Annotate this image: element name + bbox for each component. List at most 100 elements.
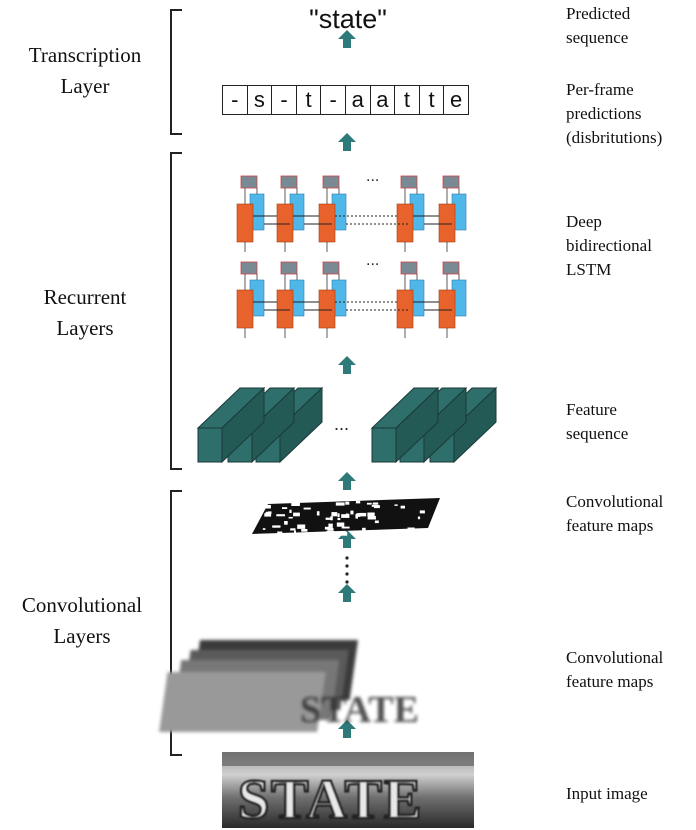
recurrent-bracket: [170, 152, 182, 470]
noise-speck: [419, 510, 425, 514]
lstm-forward-cell: [236, 203, 254, 243]
noise-speck: [407, 527, 415, 531]
lstm-output-node: [240, 175, 258, 189]
noise-speck: [335, 502, 345, 506]
lstm-forward-cell: [396, 203, 414, 243]
noise-speck: [337, 513, 340, 518]
noise-speck: [293, 512, 300, 517]
noise-speck: [290, 501, 293, 503]
convolutional-layers-label: Convolutional Layers: [21, 593, 143, 648]
feature-bar-front: [371, 427, 397, 463]
noise-speck: [345, 501, 350, 505]
input-image-label: Input image: [566, 784, 648, 803]
transcription-layer-label: Transcription Layer: [28, 43, 142, 98]
noise-speck: [327, 527, 334, 531]
feature-sequence-blocks: [196, 386, 498, 464]
noise-speck: [277, 531, 283, 534]
lstm-forward-cell: [276, 289, 294, 329]
noise-speck: [400, 505, 405, 509]
predicted-sequence-text: "state": [309, 4, 387, 34]
frame-prediction-box: -: [222, 85, 248, 115]
lstm-forward-cell: [236, 289, 254, 329]
feature-bar-side: [453, 386, 497, 464]
noise-speck: [367, 516, 376, 520]
transcription-bracket: [170, 9, 182, 135]
predicted-sequence-label: Predicted sequence: [566, 4, 631, 47]
noise-speck: [284, 521, 288, 525]
noise-speck: [394, 504, 398, 506]
feature-bar-side: [251, 386, 295, 464]
noise-speck: [288, 516, 293, 519]
noise-speck: [341, 526, 350, 529]
up-arrow: [338, 584, 356, 602]
feature-bar-front: [197, 427, 223, 463]
up-arrow: [338, 133, 356, 151]
feature-map-noise: [262, 500, 425, 536]
frame-prediction-box: t: [394, 85, 420, 115]
noise-speck: [337, 517, 341, 521]
noise-speck: [264, 504, 271, 509]
noise-speck: [372, 502, 379, 505]
noise-speck: [303, 507, 311, 510]
lstm-forward-cell: [396, 289, 414, 329]
feature-bar-side: [423, 386, 467, 464]
noise-speck: [341, 514, 350, 518]
noise-speck: [282, 507, 288, 509]
noise-speck: [301, 529, 308, 532]
noise-speck: [417, 516, 421, 520]
lstm-output-node: [400, 261, 418, 275]
noise-speck: [297, 524, 306, 529]
noise-speck: [331, 512, 338, 517]
noise-speck: [356, 513, 361, 517]
feature-bar-side: [221, 386, 265, 464]
conv-feature-maps-top-label: Convolutional feature maps: [566, 492, 664, 535]
up-arrow: [338, 472, 356, 490]
noise-speck: [371, 504, 379, 507]
lstm-stack: [236, 175, 467, 338]
recurrent-layers-label: Recurrent Layers: [43, 285, 127, 340]
feature-sequence-label: Feature sequence: [566, 400, 629, 443]
lstm-output-node: [280, 175, 298, 189]
noise-speck: [294, 530, 296, 534]
lstm-output-node: [280, 261, 298, 275]
lstm-forward-cell: [318, 203, 336, 243]
noise-speck: [316, 511, 320, 516]
frame-prediction-box: t: [418, 85, 445, 115]
noise-speck: [336, 522, 345, 527]
up-arrow: [338, 30, 356, 48]
noise-speck: [350, 510, 354, 515]
noise-speck: [355, 514, 358, 519]
noise-speck: [366, 502, 372, 505]
noise-speck: [276, 514, 285, 517]
up-arrow: [338, 356, 356, 374]
noise-speck: [325, 517, 333, 520]
noise-speck: [374, 520, 379, 524]
noise-speck: [362, 527, 366, 532]
noise-speck: [367, 512, 375, 517]
noise-speck: [289, 509, 292, 513]
conv-vertical-dots: [345, 556, 349, 584]
lstm-forward-cell: [318, 289, 336, 329]
feature-bar-side: [395, 386, 439, 464]
lstm-output-node: [322, 261, 340, 275]
lstm-output-node: [240, 261, 258, 275]
per-frame-predictions-label: Per-frame predictions (disbritutions): [566, 80, 663, 147]
noise-speck: [290, 528, 296, 531]
lstm-output-node: [442, 261, 460, 275]
noise-speck: [272, 525, 281, 528]
lstm-top-ellipsis: ...: [366, 168, 380, 185]
noise-speck: [291, 501, 300, 506]
conv-map-word: STATE: [300, 689, 419, 731]
noise-speck: [262, 528, 266, 530]
noise-speck: [355, 500, 361, 504]
lstm-output-node: [442, 175, 460, 189]
lstm-output-node: [322, 175, 340, 189]
lstm-output-node: [400, 175, 418, 189]
frame-prediction-box: -: [271, 85, 297, 115]
deep-lstm-label: Deep bidirectional LSTM: [566, 212, 652, 279]
frame-prediction-box: a: [369, 85, 396, 115]
noise-speck: [328, 523, 333, 528]
